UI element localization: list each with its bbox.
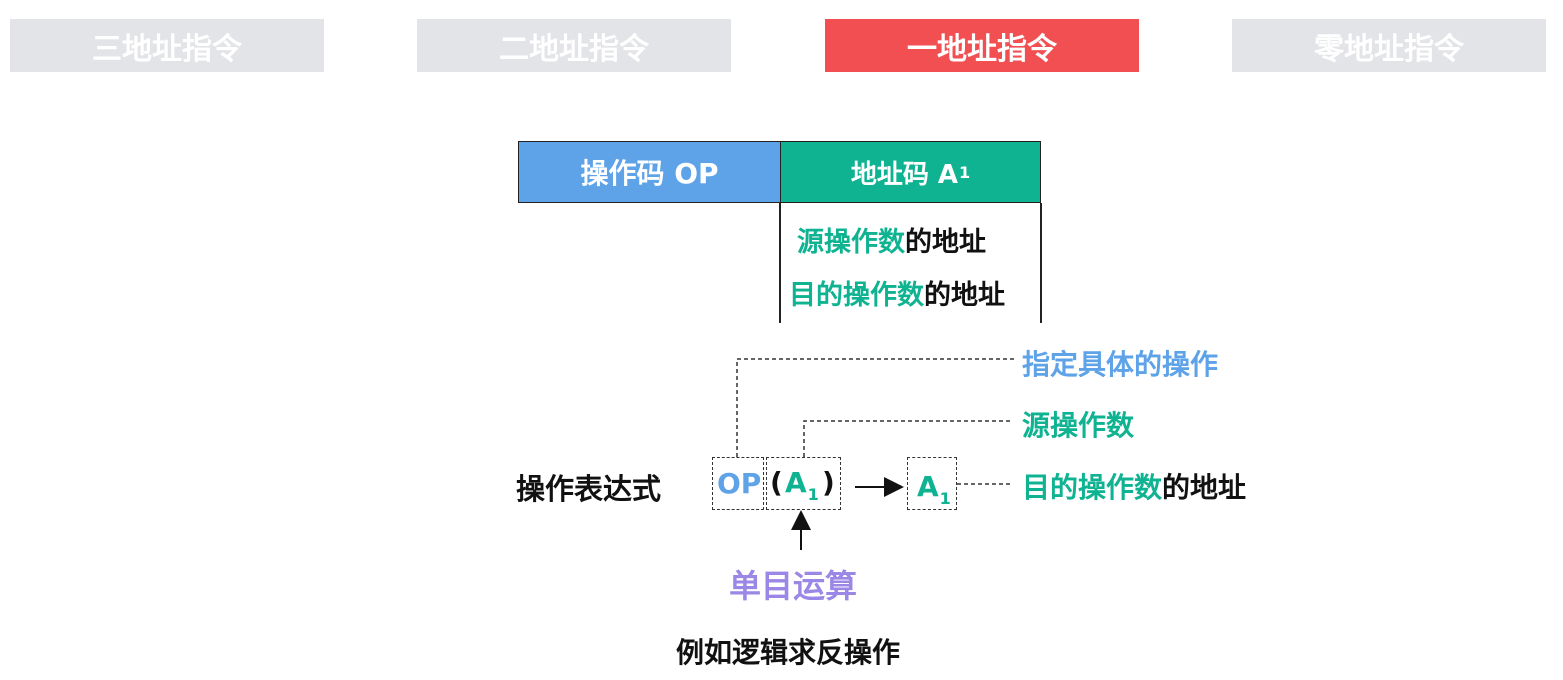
example-text: 例如逻辑求反操作 xyxy=(676,636,901,669)
expression-result-letter: A xyxy=(917,470,939,503)
expression-op: OP xyxy=(717,467,762,500)
annotation-dest: 目的操作数的地址 xyxy=(1022,466,1246,506)
tab-one-address[interactable]: 一地址指令 xyxy=(825,19,1139,72)
address-meaning-dest-rest: 的地址 xyxy=(924,280,1005,311)
annotation-unary: 单目运算 xyxy=(729,567,858,605)
result-box xyxy=(907,457,957,510)
address-meaning-dest: 目的操作数的地址 xyxy=(789,273,1005,312)
address-meaning-source: 源操作数的地址 xyxy=(797,220,986,259)
op-box xyxy=(712,457,764,510)
address-subscript: 1 xyxy=(959,162,971,182)
annotation-op: 指定具体的操作 xyxy=(1022,348,1219,381)
annotation-source: 源操作数 xyxy=(1022,409,1135,442)
address-divider-left xyxy=(779,203,781,323)
tab-two-address[interactable]: 二地址指令 xyxy=(417,19,731,72)
operand-box xyxy=(766,457,841,510)
annotation-dest-highlight: 目的操作数 xyxy=(1022,471,1163,504)
address-meaning-source-highlight: 源操作数 xyxy=(797,227,905,258)
opcode-label: 操作码 OP xyxy=(580,157,719,190)
address-meaning-dest-highlight: 目的操作数 xyxy=(789,280,924,311)
expression-operand: A1 xyxy=(785,466,819,504)
address-meaning-source-rest: 的地址 xyxy=(905,227,986,258)
expression-label: 操作表达式 xyxy=(516,472,662,506)
expression-operand-letter: A xyxy=(785,466,807,499)
expression-result: A1 xyxy=(917,470,951,508)
address-divider-right xyxy=(1040,203,1042,323)
expression-paren-open: ( xyxy=(770,466,783,499)
tab-three-address[interactable]: 三地址指令 xyxy=(10,19,324,72)
address-label: 地址码 A xyxy=(850,159,959,190)
expression-paren-close: ) xyxy=(822,466,835,499)
op-connector xyxy=(736,358,1015,457)
expression-result-subscript: 1 xyxy=(939,489,951,508)
source-connector xyxy=(803,420,1013,457)
opcode-field: 操作码 OP xyxy=(518,141,781,203)
expression-operand-subscript: 1 xyxy=(807,485,819,504)
tab-zero-address[interactable]: 零地址指令 xyxy=(1232,19,1546,72)
annotation-dest-rest: 的地址 xyxy=(1162,471,1247,504)
